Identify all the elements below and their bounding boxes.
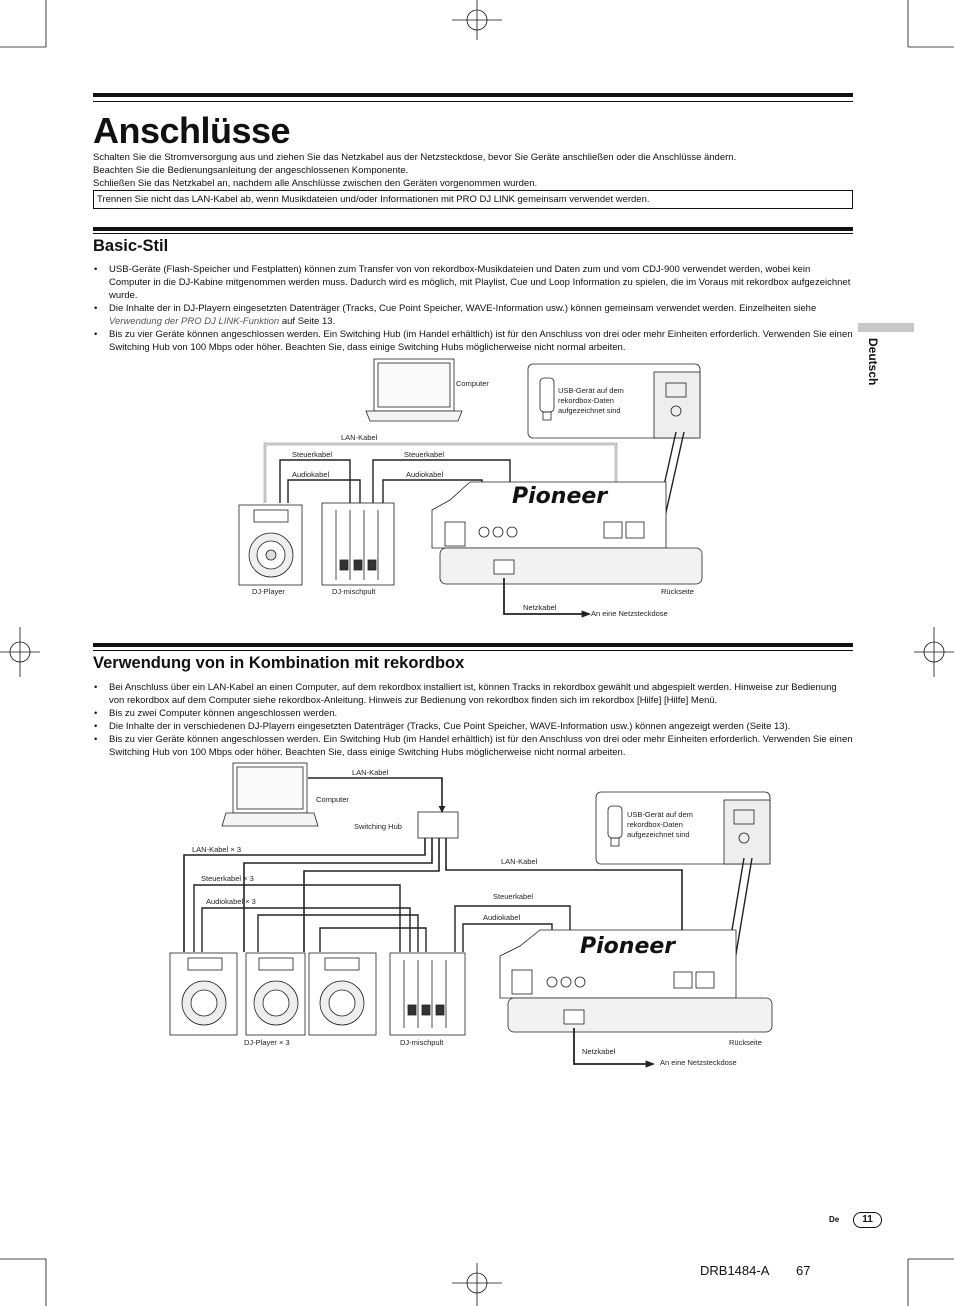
dj-player-icon: [245, 952, 306, 1036]
page-number: 11: [853, 1212, 882, 1228]
warning-note: Trennen Sie nicht das LAN-Kabel ab, wenn…: [93, 190, 853, 209]
diagram2-audio-x3-label: Audiokabel × 3: [206, 897, 256, 906]
rear-panel-icon: [431, 481, 703, 585]
diagram2-lan-right-label: LAN-Kabel: [501, 857, 538, 866]
list-item-text: Die Inhalte der in verschiedenen DJ-Play…: [109, 721, 774, 732]
section-rule-thin: [93, 650, 853, 651]
language-code: De: [829, 1215, 840, 1224]
diagram1-lan-label: LAN-Kabel: [341, 433, 378, 442]
intro-line: Schließen Sie das Netzkabel an, nachdem …: [93, 178, 538, 190]
diagram2-mixer-label: DJ-mischpult: [400, 1038, 444, 1047]
laptop-icon: [365, 358, 463, 422]
intro-line: Beachten Sie die Bedienungsanleitung der…: [93, 165, 409, 177]
diagram1-usb-label: USB-Gerät auf dem rekordbox-Daten aufgez…: [558, 386, 624, 415]
list-item: Die Inhalte der in verschiedenen DJ-Play…: [93, 720, 853, 733]
list-item: Die Inhalte der in DJ-Playern eingesetzt…: [93, 302, 853, 328]
diagram2-audio-label: Audiokabel: [483, 913, 521, 922]
section-heading-basic: Basic-Stil: [93, 237, 169, 255]
language-tab: [858, 323, 914, 332]
brand-logo: Pioneer: [580, 934, 676, 959]
diagram1-audio1-label: Audiokabel: [292, 470, 330, 479]
dj-mixer-icon: [389, 952, 466, 1036]
page-title: Anschlüsse: [93, 110, 291, 151]
page-reference[interactable]: 13: [774, 721, 785, 732]
diagram2-rear-label: Rückseite: [729, 1038, 762, 1047]
diagram1-rear-label: Rückseite: [661, 587, 694, 596]
diagram1-control2-label: Steuerkabel: [404, 450, 445, 459]
diagram1-audio2-label: Audiokabel: [406, 470, 444, 479]
dj-player-icon: [169, 952, 238, 1036]
print-page-number: 67: [796, 1263, 811, 1278]
list-item-text: auf Seite: [279, 316, 322, 327]
dj-player-icon: [238, 504, 303, 586]
intro-text: Schalten Sie die Stromversorgung aus und…: [93, 151, 853, 191]
diagram1-player-label: DJ-Player: [252, 587, 285, 596]
diagram2-usb-label: USB-Gerät auf dem rekordbox-Daten aufgez…: [627, 810, 693, 839]
section-rule-thin: [93, 233, 853, 234]
bullet-list-basic: USB-Geräte (Flash-Speicher und Festplatt…: [93, 263, 853, 354]
list-item: Bis zu vier Geräte können angeschlossen …: [93, 328, 853, 354]
diagram2-lan-top-label: LAN-Kabel: [352, 768, 389, 777]
top-rule: [93, 93, 853, 97]
dj-player-icon: [308, 952, 377, 1036]
diagram2-control-x3-label: Steuerkabel × 3: [201, 874, 254, 883]
list-item: Bis zu vier Geräte können angeschlossen …: [93, 733, 853, 759]
diagram2-outlet-label: An eine Netzsteckdose: [660, 1058, 737, 1067]
diagram1-computer-label: Computer: [456, 379, 489, 388]
list-item-text: Die Inhalte der in DJ-Playern eingesetzt…: [109, 303, 817, 314]
diagram1-mixer-label: DJ-mischpult: [332, 587, 376, 596]
diagram1-power-label: Netzkabel: [523, 603, 557, 612]
cross-reference-link[interactable]: Verwendung der PRO DJ LINK-Funktion: [109, 316, 280, 327]
dj-mixer-icon: [321, 502, 395, 586]
list-item-text: .: [332, 316, 336, 327]
section-rule: [93, 643, 853, 647]
rear-panel-icon: [499, 929, 773, 1033]
diagram2-players-label: DJ-Player × 3: [244, 1038, 290, 1047]
diagram2-control-label: Steuerkabel: [493, 892, 534, 901]
diagram2-power-label: Netzkabel: [582, 1047, 616, 1056]
diagram1-control1-label: Steuerkabel: [292, 450, 333, 459]
list-item-text: ).: [784, 721, 791, 732]
section-rule: [93, 227, 853, 231]
list-item: Bei Anschluss über ein LAN-Kabel an eine…: [93, 681, 853, 707]
page-reference[interactable]: 13: [321, 316, 333, 327]
brand-logo: Pioneer: [512, 484, 608, 509]
intro-line: Schalten Sie die Stromversorgung aus und…: [93, 152, 737, 163]
list-item: Bis zu zwei Computer können angeschlosse…: [93, 707, 853, 720]
document-id: DRB1484-A: [700, 1263, 770, 1278]
top-rule-thin: [93, 101, 853, 102]
diagram1-outlet-label: An eine Netzsteckdose: [591, 609, 668, 618]
switching-hub-icon: [417, 811, 459, 839]
laptop-icon: [221, 762, 319, 827]
section-heading-rekordbox: Verwendung von in Kombination mit rekord…: [93, 654, 465, 672]
list-item: USB-Geräte (Flash-Speicher und Festplatt…: [93, 263, 853, 302]
bullet-list-rekordbox: Bei Anschluss über ein LAN-Kabel an eine…: [93, 681, 853, 759]
diagram2-computer-label: Computer: [316, 795, 349, 804]
diagram2-lan-x3-label: LAN-Kabel × 3: [192, 845, 241, 854]
diagram2-hub-label: Switching Hub: [354, 822, 402, 831]
